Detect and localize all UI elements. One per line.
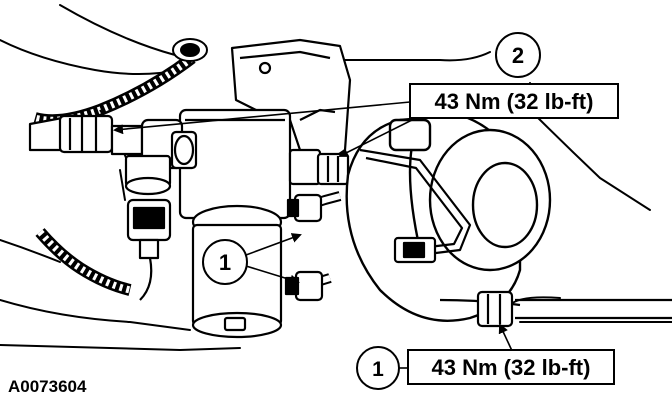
hose-clamps xyxy=(284,191,342,302)
air-pump xyxy=(345,113,552,322)
leader-callout-1-lower xyxy=(245,265,300,285)
torque-label-bottom-text: 43 Nm (32 lb-ft) xyxy=(432,355,591,380)
callout-2-number: 2 xyxy=(512,43,524,68)
figure-id: A0073604 xyxy=(8,377,87,396)
leader-torque-left xyxy=(113,101,411,135)
callout-1-bottom-number: 1 xyxy=(372,358,384,381)
metal-tube xyxy=(359,148,472,264)
left-connector-assembly xyxy=(124,154,172,301)
callout-1-bottom: 1 xyxy=(356,346,400,390)
leader-lines xyxy=(113,82,531,369)
torque-label-top: 43 Nm (32 lb-ft) xyxy=(409,83,619,119)
callout-1-middle: 1 xyxy=(202,239,248,285)
grommet xyxy=(172,38,208,62)
valve-body xyxy=(178,108,292,339)
torque-label-bottom: 43 Nm (32 lb-ft) xyxy=(407,349,615,385)
callout-1-middle-number: 1 xyxy=(219,250,231,275)
coiled-wire xyxy=(35,228,132,296)
upper-right-fitting xyxy=(288,148,364,199)
leader-callout-1-upper xyxy=(245,233,302,256)
lower-right-fitting xyxy=(439,290,672,328)
left-tee-fitting xyxy=(28,114,198,170)
callout-2: 2 xyxy=(495,32,541,78)
mounting-bracket xyxy=(230,38,352,162)
torque-label-top-text: 43 Nm (32 lb-ft) xyxy=(435,89,594,114)
leader-torque-right-nut xyxy=(338,115,421,157)
